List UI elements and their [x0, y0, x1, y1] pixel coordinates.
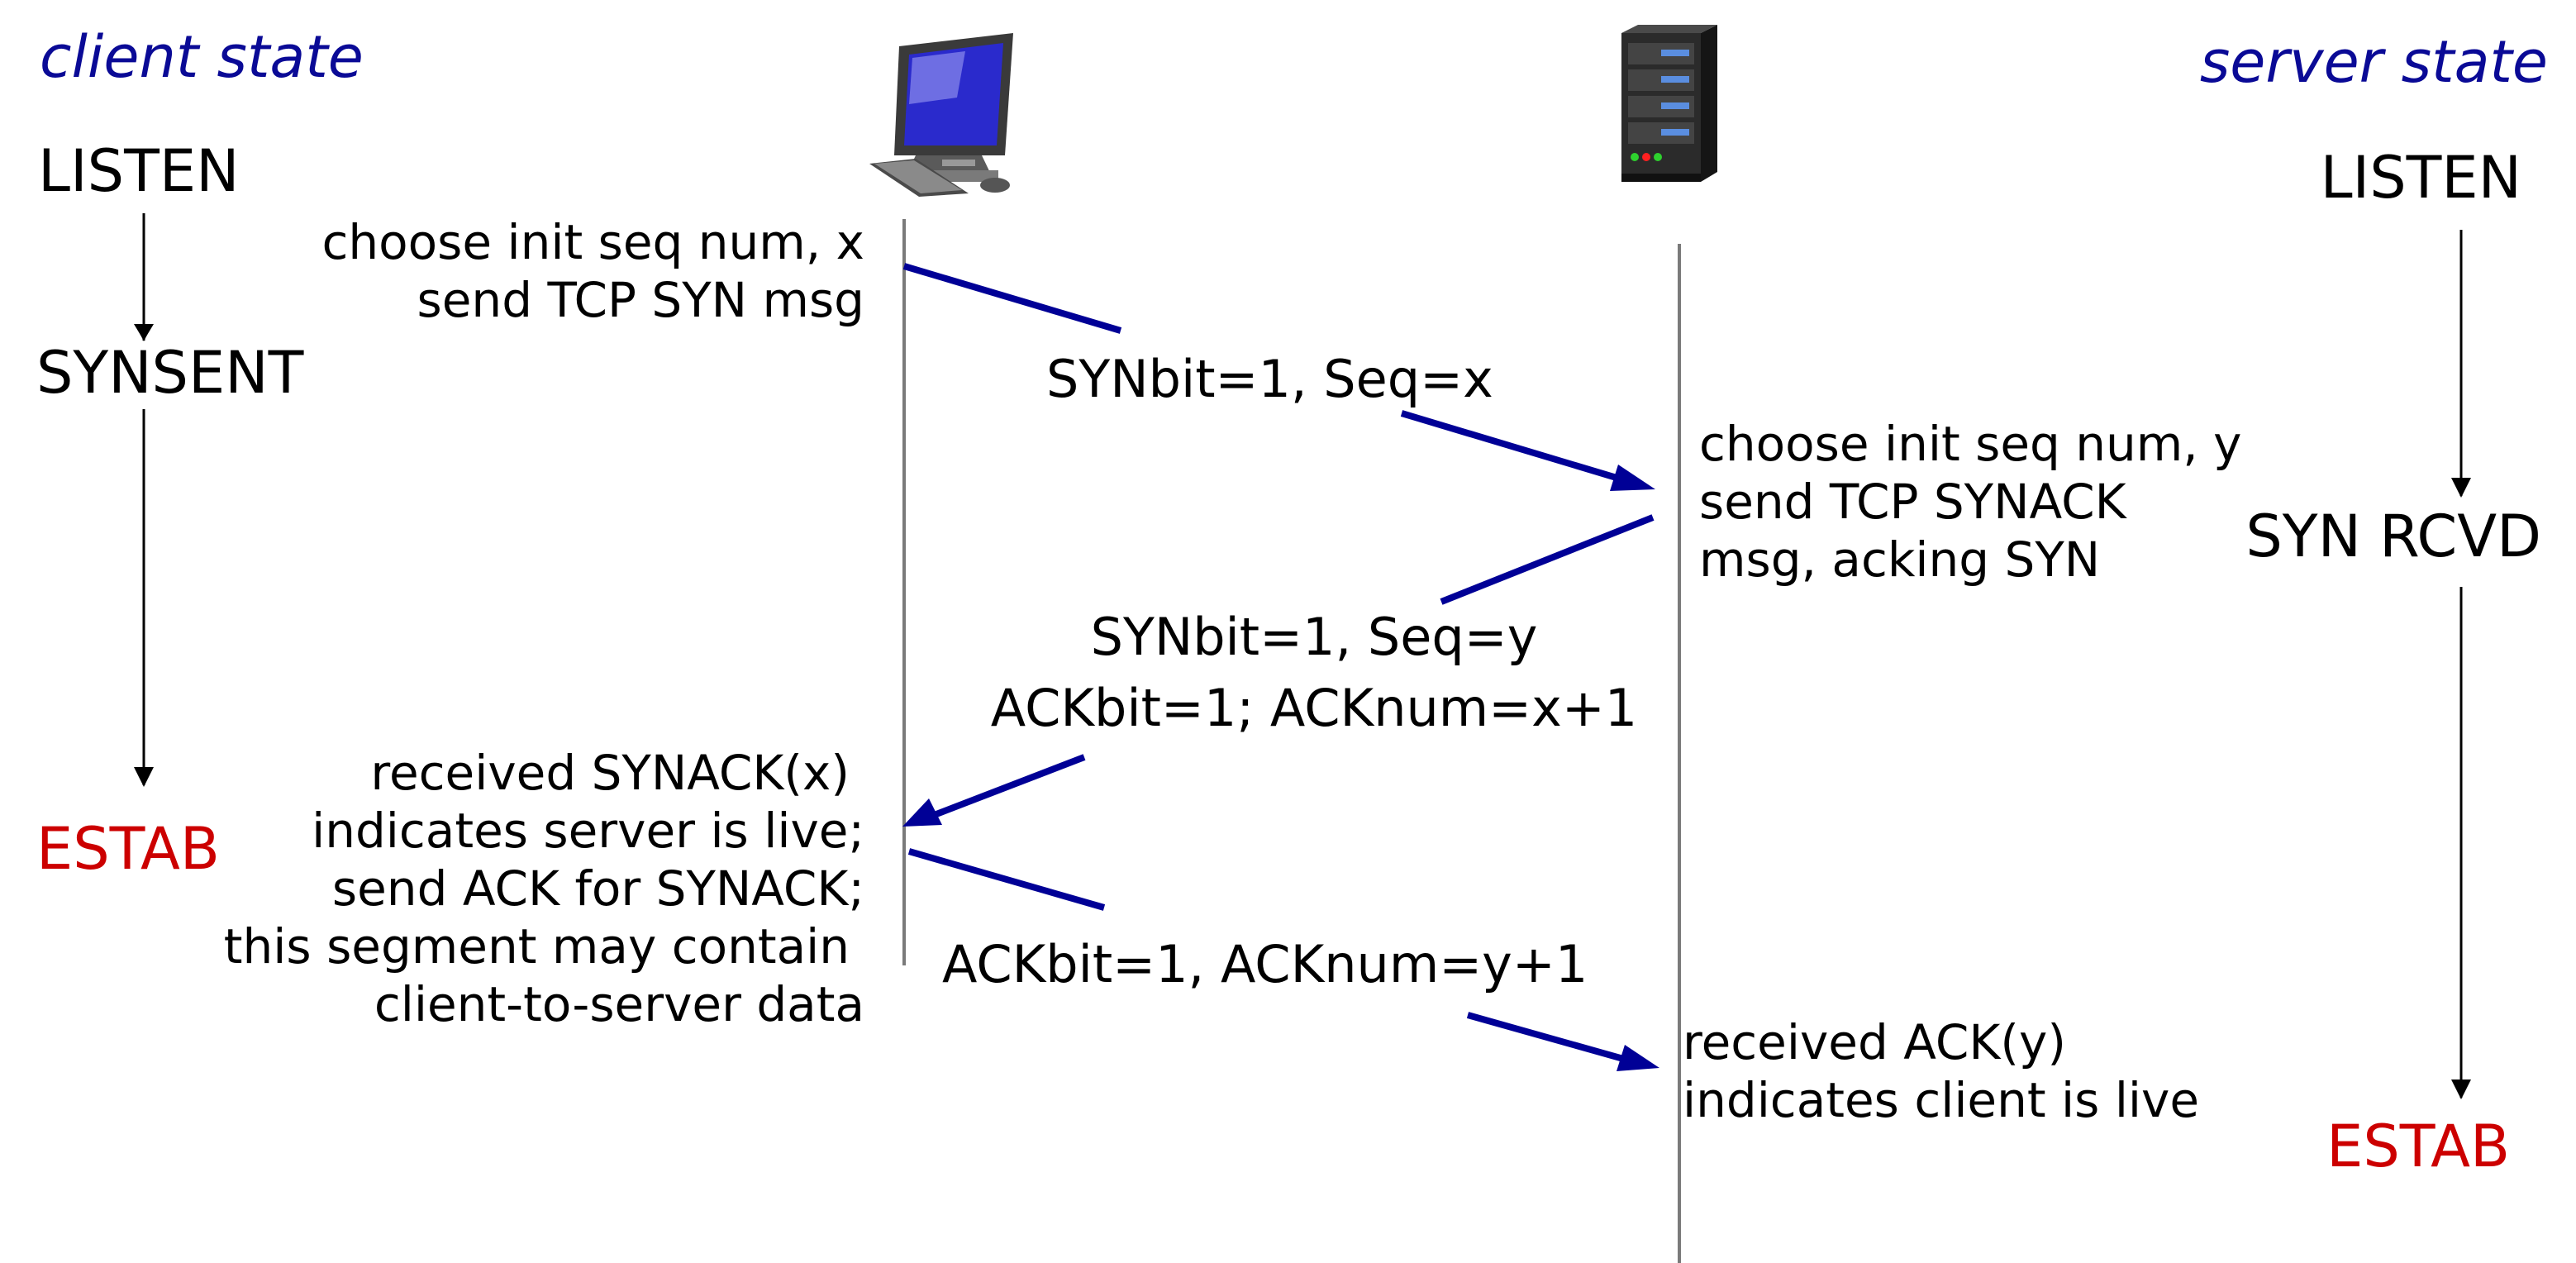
client-note-received: received SYNACK(x) indicates server is l… — [224, 744, 864, 1033]
segment-synack-label: SYNbit=1, Seq=y ACKbit=1; ACKnum=x+1 — [975, 602, 1653, 744]
note-line: indicates client is live — [1683, 1072, 2200, 1128]
note-line: indicates server is live; — [312, 803, 864, 859]
synack-arrow-part2 — [924, 754, 1086, 822]
server-note-choose: choose init seq num, y send TCP SYNACK m… — [1699, 415, 2242, 589]
segment-ack-label: ACKbit=1, ACKnum=y+1 — [942, 929, 1588, 1000]
segment-syn-label: SYNbit=1, Seq=x — [1046, 344, 1493, 415]
segment-line: ACKbit=1; ACKnum=x+1 — [990, 678, 1638, 738]
note-line: received SYNACK(x) — [370, 745, 850, 801]
syn-arrow-part1 — [902, 263, 1122, 334]
client-state-estab: ESTAB — [36, 815, 220, 883]
syn-arrowhead — [1610, 465, 1655, 491]
note-line: send TCP SYNACK — [1699, 474, 2126, 530]
note-line: choose init seq num, y — [1699, 416, 2242, 472]
note-line: this segment may contain — [223, 918, 850, 975]
server-note-received: received ACK(y) indicates client is live — [1683, 1013, 2199, 1129]
note-line: received ACK(y) — [1683, 1014, 2066, 1070]
segment-line: SYNbit=1, Seq=x — [1046, 349, 1493, 409]
client-state-listen: LISTEN — [38, 137, 240, 205]
server-state-synrcvd: SYN RCVD — [2245, 503, 2541, 570]
synack-arrow-part1 — [1440, 514, 1655, 605]
ack-arrowhead — [1617, 1045, 1659, 1071]
ack-arrow-part1 — [907, 848, 1106, 911]
note-line: send TCP SYN msg — [417, 272, 864, 328]
server-state-listen: LISTEN — [2320, 144, 2521, 212]
server-state-header: server state — [2199, 28, 2548, 96]
note-line: client-to-server data — [374, 976, 864, 1032]
ack-arrow-part2 — [1466, 1012, 1640, 1066]
syn-arrow-part2 — [1400, 410, 1635, 486]
segment-line: ACKbit=1, ACKnum=y+1 — [942, 934, 1588, 994]
note-line: msg, acking SYN — [1699, 531, 2101, 588]
server-state-estab: ESTAB — [2326, 1113, 2510, 1180]
client-state-synsent: SYNSENT — [36, 339, 304, 407]
client-note-choose: choose init seq num, x send TCP SYN msg — [322, 213, 865, 329]
segment-line: SYNbit=1, Seq=y — [1090, 607, 1538, 667]
note-line: choose init seq num, x — [321, 214, 865, 270]
note-line: send ACK for SYNACK; — [331, 860, 864, 917]
server-tower-icon — [1621, 25, 1717, 182]
client-state-header: client state — [40, 23, 364, 91]
synack-arrowhead — [902, 798, 942, 827]
desktop-computer-icon — [869, 33, 1013, 197]
